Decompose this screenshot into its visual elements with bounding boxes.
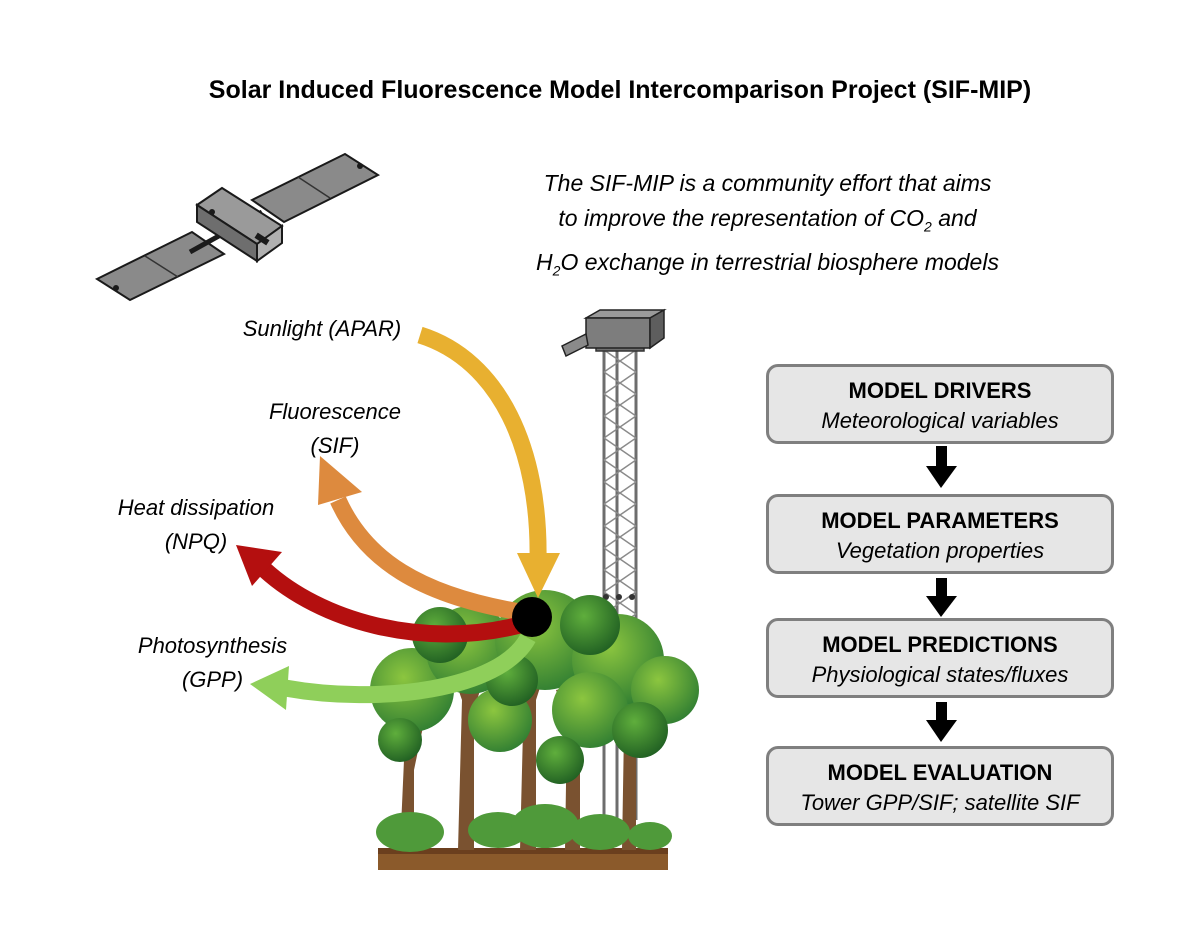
sunlight-label: Sunlight (APAR) <box>242 316 402 341</box>
workflow-arrow-2 <box>926 578 957 617</box>
box-detail: Physiological states/fluxes <box>811 662 1069 687</box>
description-line-3: H2O exchange in terrestrial biosphere mo… <box>536 248 999 279</box>
page-title: Solar Induced Fluorescence Model Interco… <box>208 76 1032 104</box>
fluorescence-label: Fluorescence (SIF) <box>268 399 402 458</box>
photosynthesis-arrow <box>250 633 536 710</box>
description-line-2: to improve the representation of CO2 and <box>558 205 977 235</box>
workflow-arrow-3 <box>926 702 957 742</box>
box-heading: MODEL EVALUATION <box>827 760 1053 785</box>
fluorescence-arrow <box>318 456 522 621</box>
sunlight-arrow <box>417 326 560 598</box>
heat-dissipation-label: Heat dissipation (NPQ) <box>117 495 275 554</box>
model-evaluation-box: MODEL EVALUATION Tower GPP/SIF; satellit… <box>766 746 1114 826</box>
box-heading: MODEL PREDICTIONS <box>822 632 1058 657</box>
model-parameters-box: MODEL PARAMETERS Vegetation properties <box>766 494 1114 574</box>
model-predictions-box: MODEL PREDICTIONS Physiological states/f… <box>766 618 1114 698</box>
box-detail: Vegetation properties <box>835 538 1045 563</box>
box-heading: MODEL PARAMETERS <box>821 508 1059 533</box>
heat-dissipation-arrow <box>236 545 523 643</box>
box-detail: Tower GPP/SIF; satellite SIF <box>800 790 1080 815</box>
photosynthesis-label: Photosynthesis (GPP) <box>137 633 288 692</box>
satellite-icon <box>94 152 381 302</box>
workflow-arrow-1 <box>926 446 957 488</box>
canopy-point-icon <box>512 597 552 637</box>
model-drivers-box: MODEL DRIVERS Meteorological variables <box>766 364 1114 444</box>
box-detail: Meteorological variables <box>821 408 1059 433</box>
project-description: The SIF-MIP is a community effort that a… <box>470 166 1065 288</box>
box-heading: MODEL DRIVERS <box>848 378 1032 403</box>
description-line-1: The SIF-MIP is a community effort that a… <box>543 170 992 196</box>
